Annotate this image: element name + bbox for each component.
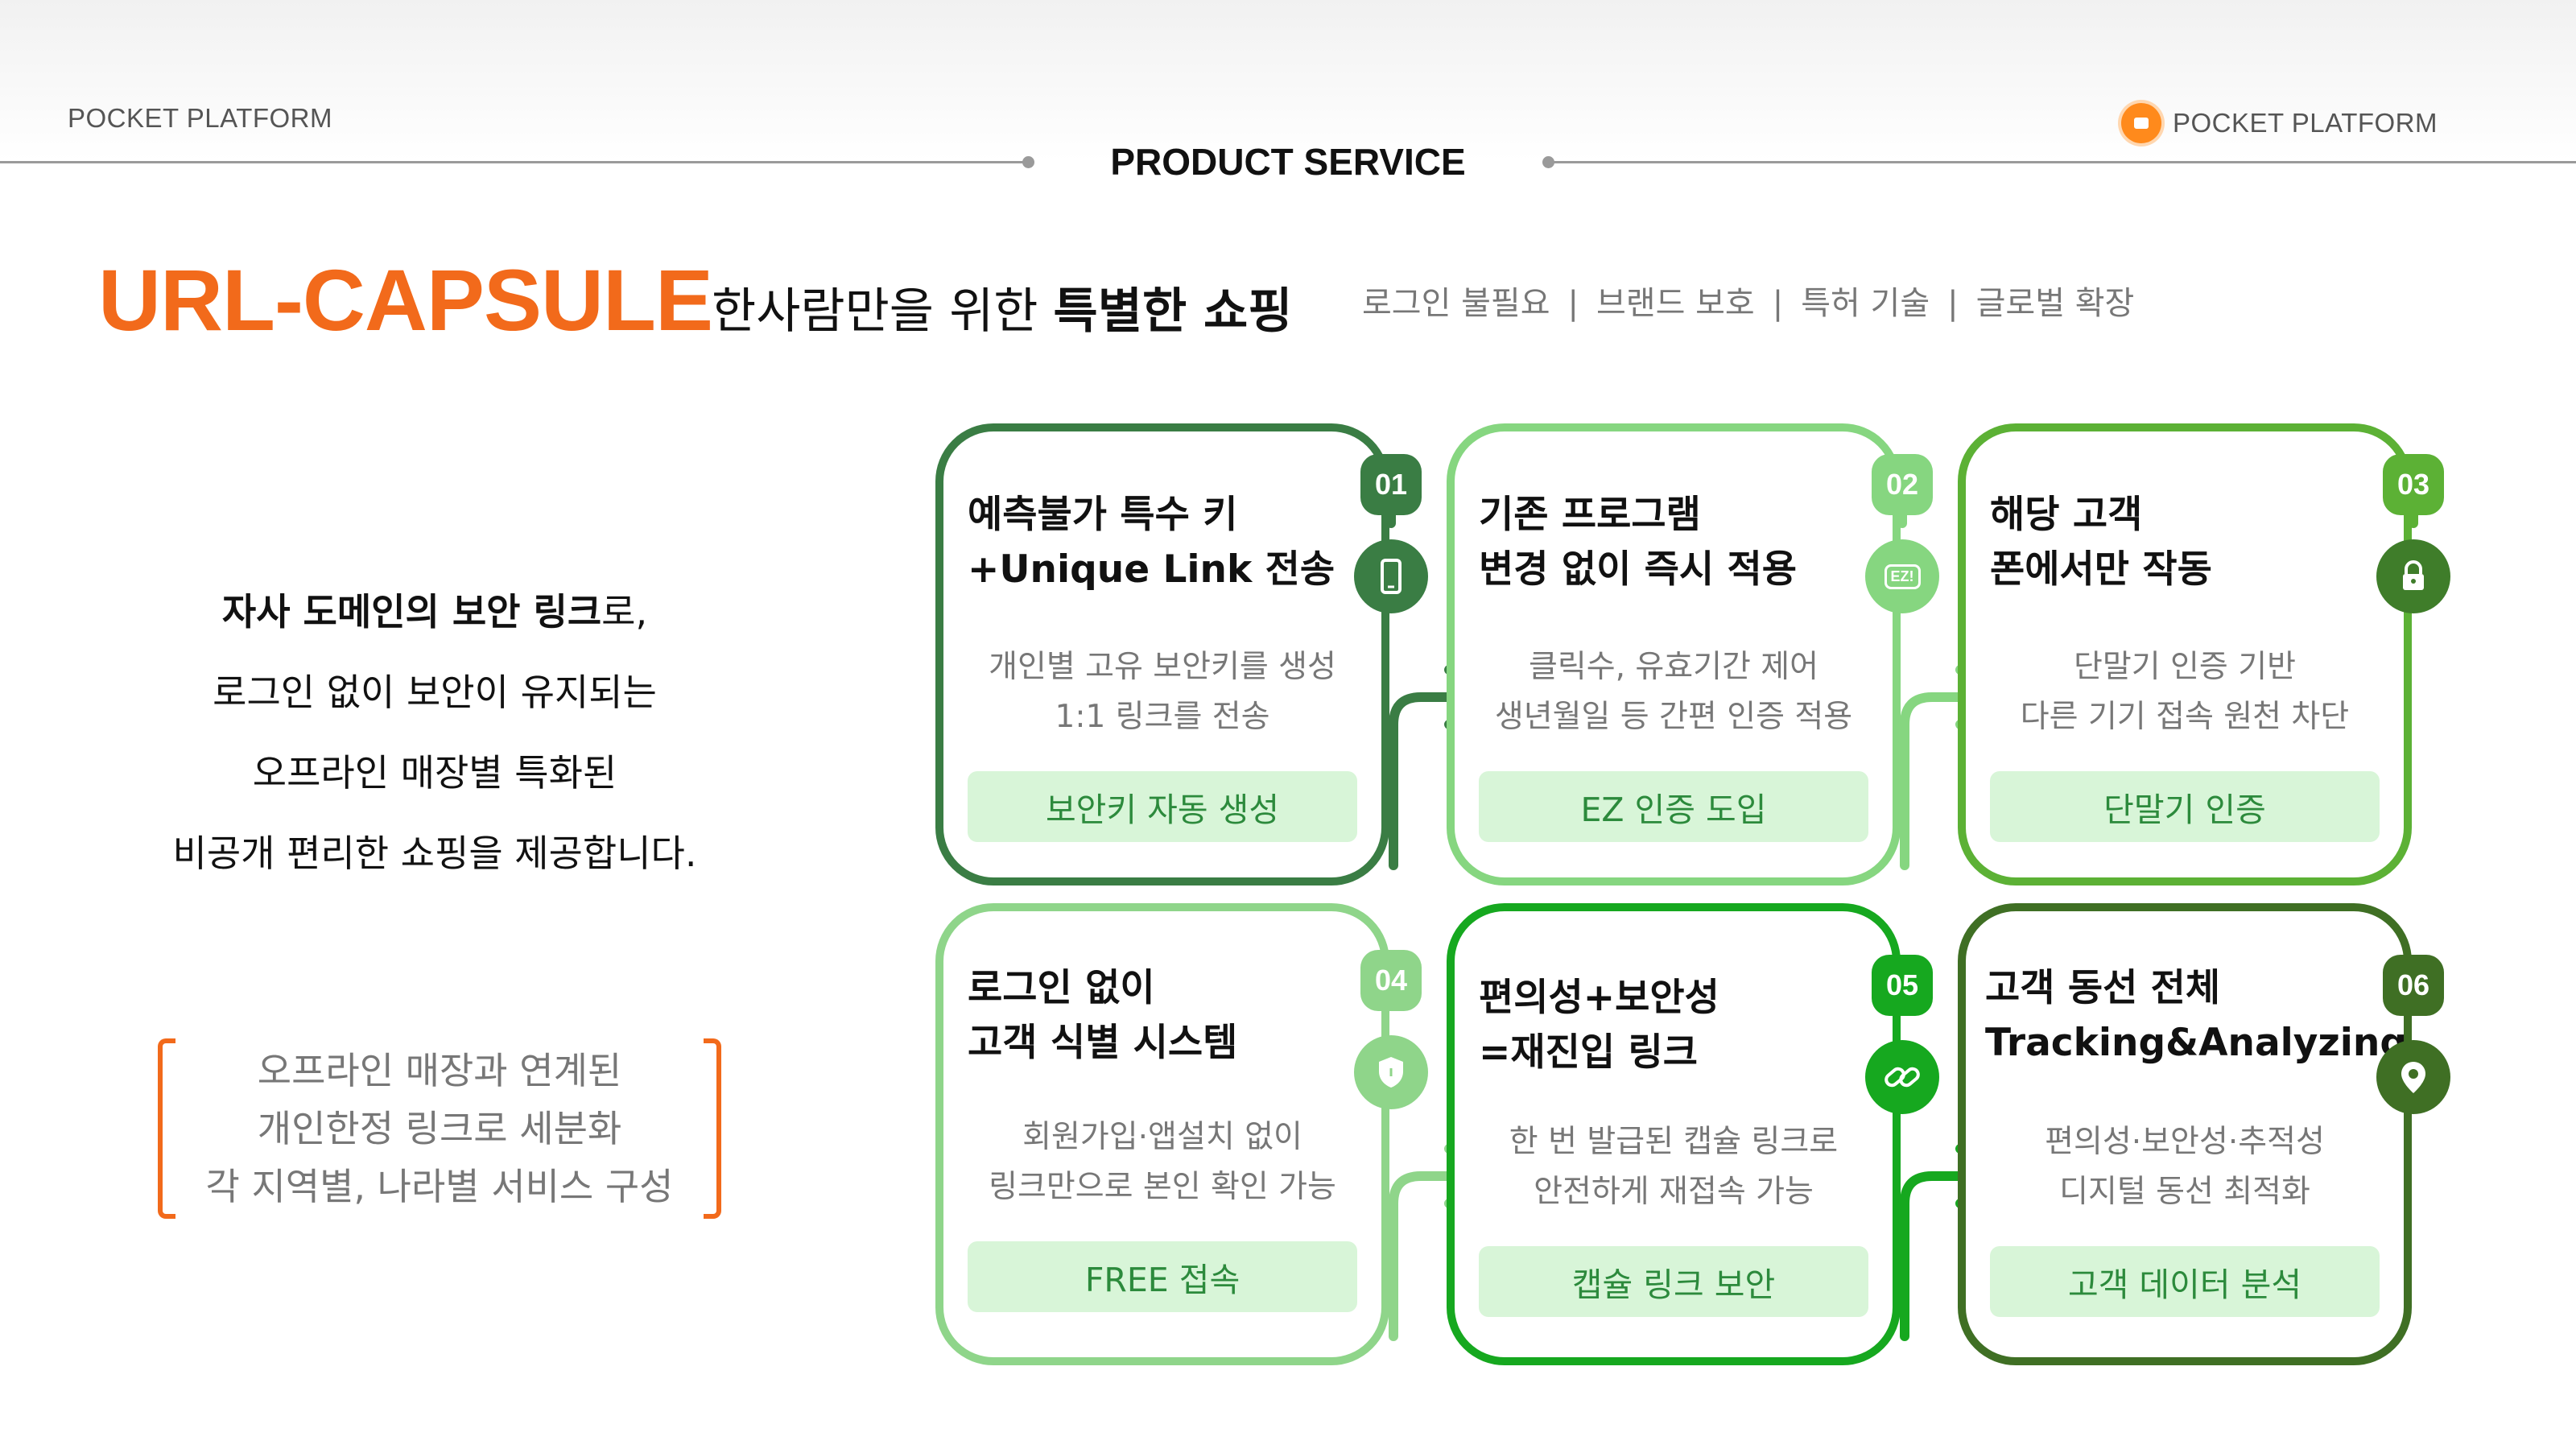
intro-line1-rest: 로, bbox=[601, 590, 648, 634]
card-title: 해당 고객 폰에서만 작동 bbox=[1990, 488, 2212, 597]
section-title: PRODUCT SERVICE bbox=[1110, 141, 1466, 183]
keyword: 로그인 불필요 bbox=[1362, 285, 1550, 322]
feature-card-01: 예측불가 특수 키 +Unique Link 전송 개인별 고유 보안키를 생성… bbox=[935, 423, 1389, 886]
pocket-logo-icon bbox=[2121, 103, 2161, 143]
intro-line3: 오프라인 매장별 특화된 bbox=[252, 751, 617, 795]
card-title-line1: 예측불가 특수 키 bbox=[968, 493, 1238, 537]
card-title-line2: =재진입 링크 bbox=[1479, 1030, 1698, 1075]
smartphone-icon bbox=[1354, 539, 1428, 613]
intro-line1-bold: 자사 도메인의 보안 링크 bbox=[221, 590, 602, 634]
intro-line2: 로그인 없이 보안이 유지되는 bbox=[213, 671, 657, 714]
product-name: URL-CAPSULE bbox=[98, 251, 713, 349]
card-title: 예측불가 특수 키 +Unique Link 전송 bbox=[968, 488, 1335, 597]
card-title-line2: 고객 식별 시스템 bbox=[968, 1021, 1238, 1065]
feature-card-05: 편의성+보안성 =재진입 링크 한 번 발급된 캡슐 링크로 안전하게 재접속 … bbox=[1447, 903, 1901, 1365]
keyword-separator: | bbox=[1567, 285, 1579, 322]
card-desc-line2: 다른 기기 접속 원천 차단 bbox=[2020, 699, 2350, 735]
keyword-separator: | bbox=[1772, 285, 1784, 322]
card-desc-line1: 한 번 발급된 캡슐 링크로 bbox=[1509, 1124, 1839, 1160]
ez-icon: EZ! bbox=[1865, 539, 1939, 613]
card-title-line2: Tracking&Analyzing bbox=[1985, 1021, 2407, 1065]
bracket-note: 오프라인 매장과 연계된 개인한정 링크로 세분화 각 지역별, 나라별 서비스… bbox=[158, 1038, 721, 1219]
card-title: 로그인 없이 고객 식별 시스템 bbox=[968, 961, 1237, 1071]
card-number-badge: 02 bbox=[1872, 454, 1933, 515]
card-number-badge: 05 bbox=[1872, 955, 1933, 1016]
card-number-badge: 04 bbox=[1360, 950, 1422, 1011]
card-title: 편의성+보안성 =재진입 링크 bbox=[1479, 971, 1719, 1080]
feature-card-06: 고객 동선 전체 Tracking&Analyzing 편의성·보안성·추적성 … bbox=[1958, 903, 2412, 1365]
tagline-regular: 한사람만을 위한 bbox=[712, 283, 1054, 340]
card-feature-pill: EZ 인증 도입 bbox=[1479, 771, 1868, 842]
card-feature-pill: 보안키 자동 생성 bbox=[968, 771, 1357, 842]
card-title-line1: 편의성+보안성 bbox=[1479, 976, 1719, 1020]
card-description: 개인별 고유 보안키를 생성 1:1 링크를 전송 bbox=[968, 642, 1357, 742]
card-feature-pill: 단말기 인증 bbox=[1990, 771, 2380, 842]
card-desc-line2: 링크만으로 본인 확인 가능 bbox=[989, 1169, 1336, 1205]
card-title: 고객 동선 전체 Tracking&Analyzing bbox=[1985, 961, 2407, 1071]
bracket-note-line3: 각 지역별, 나라별 서비스 구성 bbox=[205, 1165, 674, 1208]
card-title-line2: 폰에서만 작동 bbox=[1990, 547, 2212, 592]
card-desc-line2: 1:1 링크를 전송 bbox=[1055, 699, 1270, 735]
header-brand-right: POCKET PLATFORM bbox=[2121, 103, 2438, 143]
link-icon bbox=[1865, 1040, 1939, 1114]
flow-arrow-4-5 bbox=[1389, 1171, 1478, 1341]
keyword: 글로벌 확장 bbox=[1975, 285, 2135, 322]
card-feature-pill: 고객 데이터 분석 bbox=[1990, 1246, 2380, 1317]
flow-arrow-2-3 bbox=[1900, 692, 1989, 870]
card-description: 편의성·보안성·추적성 디지털 동선 최적화 bbox=[1990, 1117, 2380, 1217]
card-number-badge: 03 bbox=[2383, 454, 2444, 515]
bracket-right bbox=[704, 1038, 721, 1219]
bracket-left bbox=[158, 1038, 175, 1219]
intro-text: 자사 도메인의 보안 링크로, 로그인 없이 보안이 유지되는 오프라인 매장별… bbox=[105, 572, 765, 894]
card-desc-line2: 디지털 동선 최적화 bbox=[2059, 1174, 2310, 1210]
header-rule-right bbox=[1552, 161, 2576, 163]
card-description: 클릭수, 유효기간 제어 생년월일 등 간편 인증 적용 bbox=[1479, 642, 1868, 742]
bracket-note-line2: 개인한정 링크로 세분화 bbox=[257, 1107, 622, 1150]
card-title-line1: 로그인 없이 bbox=[968, 966, 1155, 1010]
flow-arrow-1-2 bbox=[1389, 692, 1478, 870]
card-description: 단말기 인증 기반 다른 기기 접속 원천 차단 bbox=[1990, 642, 2380, 742]
location-pin-icon bbox=[2376, 1040, 2450, 1114]
card-desc-line1: 단말기 인증 기반 bbox=[2074, 649, 2296, 685]
card-description: 회원가입·앱설치 없이 링크만으로 본인 확인 가능 bbox=[968, 1113, 1357, 1212]
card-desc-line1: 편의성·보안성·추적성 bbox=[2045, 1124, 2325, 1160]
keyword: 브랜드 보호 bbox=[1596, 285, 1755, 322]
card-desc-line2: 생년월일 등 간편 인증 적용 bbox=[1494, 699, 1853, 735]
header-rule-dot-right bbox=[1542, 156, 1554, 168]
header-rule-dot-left bbox=[1022, 156, 1034, 168]
bracket-note-line1: 오프라인 매장과 연계된 bbox=[257, 1049, 622, 1092]
keyword-list: 로그인 불필요 | 브랜드 보호 | 특허 기술 | 글로벌 확장 bbox=[1362, 277, 2134, 324]
tagline: 한사람만을 위한 특별한 쇼핑 bbox=[712, 272, 1292, 342]
feature-card-04: 로그인 없이 고객 식별 시스템 회원가입·앱설치 없이 링크만으로 본인 확인… bbox=[935, 903, 1389, 1365]
card-number-badge: 06 bbox=[2383, 955, 2444, 1016]
tagline-bold: 특별한 쇼핑 bbox=[1053, 283, 1293, 340]
card-title-line2: +Unique Link 전송 bbox=[968, 547, 1335, 592]
keyword-separator: | bbox=[1947, 285, 1959, 322]
intro-line4: 비공개 편리한 쇼핑을 제공합니다. bbox=[172, 832, 697, 875]
keyword: 특허 기술 bbox=[1801, 285, 1930, 322]
card-feature-pill: FREE 접속 bbox=[968, 1241, 1357, 1312]
feature-card-03: 해당 고객 폰에서만 작동 단말기 인증 기반 다른 기기 접속 원천 차단 단… bbox=[1958, 423, 2412, 886]
card-desc-line1: 회원가입·앱설치 없이 bbox=[1022, 1119, 1302, 1155]
shield-icon bbox=[1354, 1035, 1428, 1109]
card-number-badge: 01 bbox=[1360, 454, 1422, 515]
lock-icon bbox=[2376, 539, 2450, 613]
card-title-line2: 변경 없이 즉시 적용 bbox=[1479, 547, 1798, 592]
card-desc-line2: 안전하게 재접속 가능 bbox=[1534, 1174, 1814, 1210]
header-rule-left bbox=[0, 161, 1024, 163]
card-feature-pill: 캡슐 링크 보안 bbox=[1479, 1246, 1868, 1317]
flow-arrow-5-6 bbox=[1900, 1171, 1989, 1341]
card-title-line1: 해당 고객 bbox=[1990, 493, 2143, 537]
card-desc-line1: 클릭수, 유효기간 제어 bbox=[1528, 649, 1819, 685]
feature-card-02: 기존 프로그램 변경 없이 즉시 적용 클릭수, 유효기간 제어 생년월일 등 … bbox=[1447, 423, 1901, 886]
card-title-line1: 고객 동선 전체 bbox=[1985, 966, 2221, 1010]
header-brand-right-label: POCKET PLATFORM bbox=[2173, 108, 2438, 138]
card-title-line1: 기존 프로그램 bbox=[1479, 493, 1701, 537]
card-desc-line1: 개인별 고유 보안키를 생성 bbox=[989, 649, 1336, 685]
header-brand-left: POCKET PLATFORM bbox=[68, 103, 332, 133]
card-description: 한 번 발급된 캡슐 링크로 안전하게 재접속 가능 bbox=[1479, 1117, 1868, 1217]
card-title: 기존 프로그램 변경 없이 즉시 적용 bbox=[1479, 488, 1797, 597]
ez-icon-label: EZ! bbox=[1884, 564, 1921, 589]
